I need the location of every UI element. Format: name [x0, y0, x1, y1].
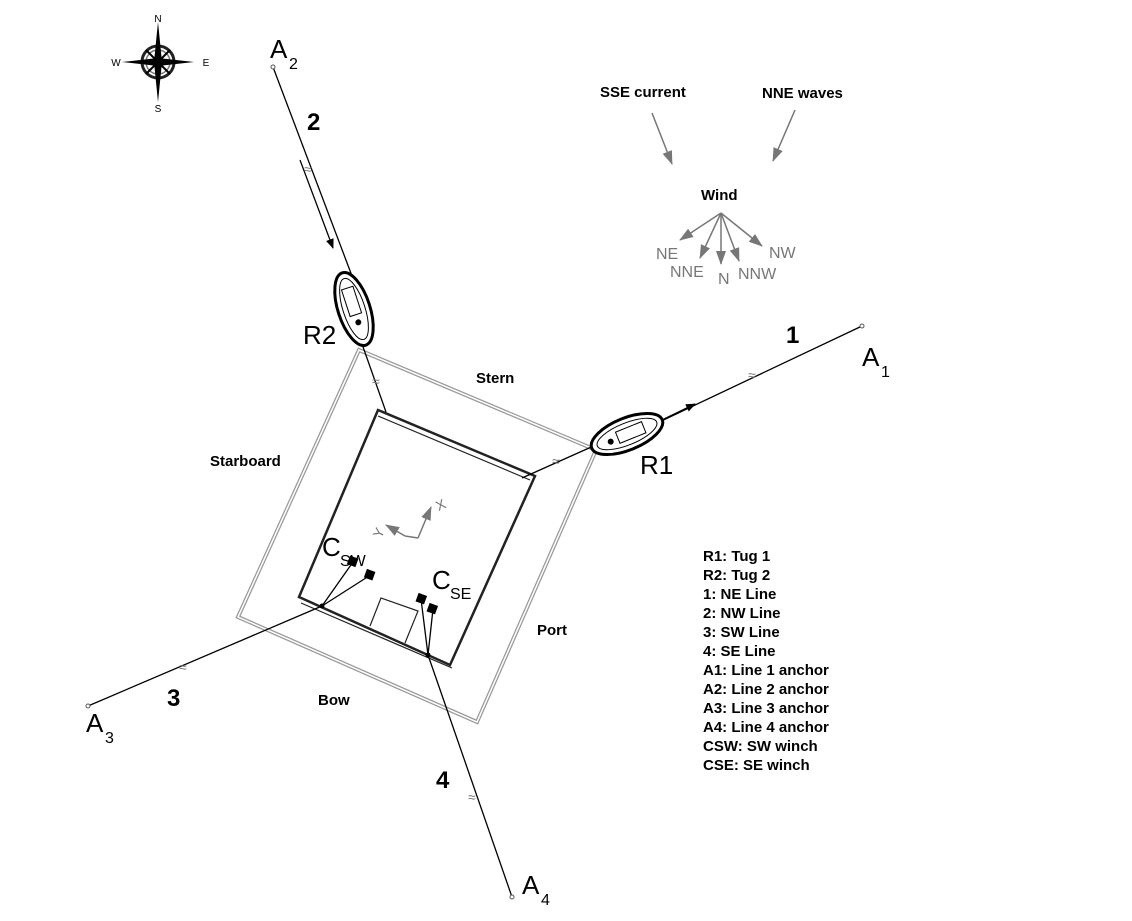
- mooring-line-3: ≈: [85, 605, 323, 709]
- tug-r1-icon: [589, 411, 665, 457]
- legend-item: R1: Tug 1: [703, 548, 771, 565]
- line-2-number: 2: [307, 109, 320, 136]
- wind-ne: NE: [656, 246, 678, 263]
- waves-arrow: [772, 109, 796, 162]
- winch-sw: [319, 555, 376, 609]
- compass-s: S: [155, 104, 162, 115]
- svg-text:3: 3: [105, 730, 114, 747]
- wind-arrows: [679, 212, 763, 265]
- line-break-icon: ≈: [372, 373, 380, 389]
- stern-label: Stern: [476, 370, 514, 387]
- svg-text:4: 4: [541, 892, 550, 909]
- wind-nne: NNE: [670, 264, 704, 281]
- line-break-icon: ≈: [179, 659, 187, 675]
- wind-label: Wind: [701, 187, 738, 204]
- wind-nnw: NNW: [738, 266, 777, 283]
- mooring-line-2: ≈ ≈: [270, 64, 387, 413]
- anchor-a4-label: A4: [522, 870, 550, 909]
- mooring-line-1: ≈ ≈: [521, 323, 865, 479]
- line-break-icon: ≈: [468, 789, 476, 805]
- bow-label: Bow: [318, 692, 350, 709]
- anchor-a3-label: A3: [86, 708, 114, 747]
- mooring-line-4: ≈: [427, 654, 515, 900]
- starboard-label: Starboard: [210, 453, 281, 470]
- svg-text:C: C: [322, 532, 341, 562]
- compass-rose-icon: N E S W: [111, 14, 209, 115]
- legend-item: A4: Line 4 anchor: [703, 719, 829, 736]
- tug-r1-label: R1: [640, 450, 673, 480]
- wind-n: N: [718, 271, 730, 288]
- line-4-number: 4: [436, 767, 450, 794]
- tug-r2-icon: [333, 271, 375, 347]
- axis-indicator: X Y: [369, 495, 449, 540]
- compass-e: E: [203, 58, 210, 69]
- svg-text:2: 2: [289, 56, 298, 73]
- waves-label: NNE waves: [762, 85, 843, 102]
- compass-n: N: [154, 14, 161, 25]
- legend-item: CSW: SW winch: [703, 738, 818, 755]
- legend-item: 4: SE Line: [703, 643, 776, 660]
- deck-outline: [235, 347, 599, 725]
- anchor-a1-label: A1: [862, 342, 890, 381]
- tug-r2-label: R2: [303, 320, 336, 350]
- line-1-number: 1: [786, 322, 799, 349]
- legend-item: 3: SW Line: [703, 624, 780, 641]
- axis-x-label: X: [433, 495, 449, 514]
- winch-se: [415, 592, 439, 658]
- svg-text:A: A: [270, 34, 288, 64]
- svg-text:C: C: [432, 565, 451, 595]
- svg-text:1: 1: [881, 364, 890, 381]
- legend-item: A2: Line 2 anchor: [703, 681, 829, 698]
- legend-item: A3: Line 3 anchor: [703, 700, 829, 717]
- line-break-icon: ≈: [304, 161, 312, 177]
- svg-text:SW: SW: [340, 553, 367, 570]
- svg-text:A: A: [862, 342, 880, 372]
- legend-item: R2: Tug 2: [703, 567, 771, 584]
- svg-text:SE: SE: [450, 586, 471, 603]
- legend-item: 1: NE Line: [703, 586, 777, 603]
- current-arrow: [651, 112, 673, 165]
- anchor-a2-label: A2: [270, 34, 298, 73]
- svg-text:A: A: [522, 870, 540, 900]
- legend-item: 2: NW Line: [703, 605, 781, 622]
- port-label: Port: [537, 622, 567, 639]
- wind-nw: NW: [769, 245, 797, 262]
- legend-item: CSE: SE winch: [703, 757, 810, 774]
- legend-item: A1: Line 1 anchor: [703, 662, 829, 679]
- legend: R1: Tug 1 R2: Tug 2 1: NE Line 2: NW Lin…: [703, 547, 829, 775]
- compass-w: W: [111, 58, 121, 69]
- current-label: SSE current: [600, 84, 686, 101]
- line-break-icon: ≈: [748, 367, 756, 383]
- line-break-icon: ≈: [552, 453, 560, 469]
- svg-text:A: A: [86, 708, 104, 738]
- axis-y-label: Y: [369, 525, 388, 541]
- line-3-number: 3: [167, 685, 180, 712]
